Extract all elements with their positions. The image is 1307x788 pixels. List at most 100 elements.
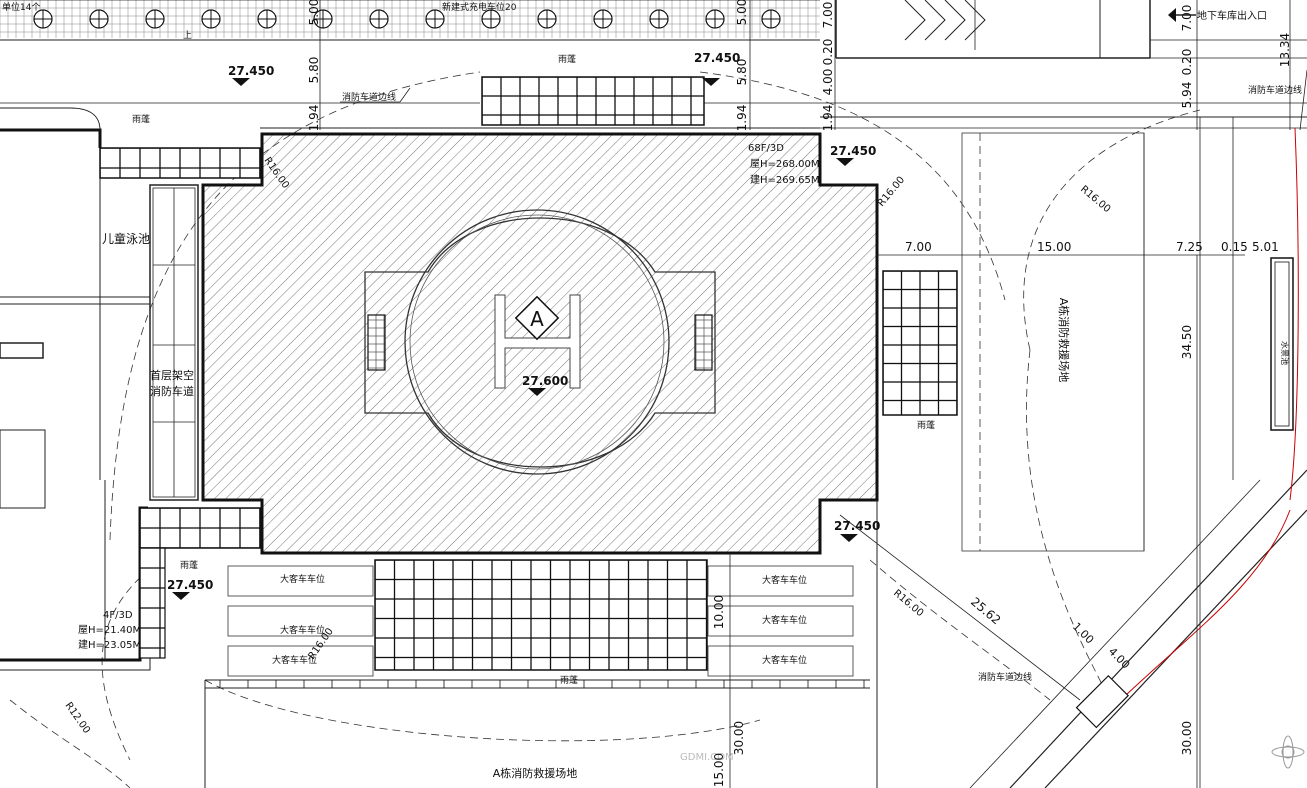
dimension-lines: [319, 0, 1307, 788]
diagonal-road: [839, 69, 1307, 788]
podium-info-1: 4F/3D: [103, 610, 133, 621]
dim-right-700-top: 7.00: [1180, 5, 1194, 32]
tree-symbols: [33, 9, 781, 29]
canopy-right-paving: [882, 270, 958, 416]
dim-diag-100: 1.00: [1070, 620, 1097, 647]
dim-h-015: 0.15: [1221, 240, 1248, 254]
water-feature-pool: [1270, 257, 1294, 431]
dim-top-400: 4.00: [821, 69, 835, 96]
dim-top-194-c: 1.94: [821, 105, 835, 132]
helipad: A: [364, 209, 716, 475]
dim-right-020: 0.20: [1180, 49, 1194, 76]
tree-cross: [538, 10, 556, 28]
canopy-bottom-paving: [374, 559, 708, 671]
tree-cross: [146, 10, 164, 28]
watermark-flower-icon: [1271, 735, 1305, 769]
tree-cross: [650, 10, 668, 28]
podium-info-2: 屋H=21.40M: [78, 624, 141, 636]
kids-pool-label: 儿童泳池: [102, 231, 150, 246]
tree-cross: [90, 10, 108, 28]
tree-cross: [426, 10, 444, 28]
tree-cross: [706, 10, 724, 28]
tower-info-2: 屋H=268.00M: [750, 158, 820, 170]
top-parking-strip: [0, 0, 820, 41]
bus-parking-1: 大客车车位: [280, 573, 325, 585]
dim-top-020: 0.20: [821, 39, 835, 66]
elevation-markers: [172, 78, 858, 600]
elevation-right-bottom: 27.450: [834, 519, 880, 533]
ramp-area: [835, 0, 1151, 59]
watermark: GDMI.COM: [680, 752, 734, 763]
elevation-left-bottom: 27.450: [167, 578, 213, 592]
dim-top-194-b: 1.94: [735, 105, 749, 132]
fire-lane-ticks: [219, 680, 865, 688]
fire-lane-top-label: 消防车道边线: [342, 91, 396, 103]
elevation-helipad: 27.600: [522, 374, 568, 388]
canopy-bottom-label: 雨蓬: [560, 674, 578, 686]
dim-h-725: 7.25: [1176, 240, 1203, 254]
dim-v-1000: 10.00: [712, 595, 726, 629]
elevation-top-left: 27.450: [228, 64, 274, 78]
canopy-left-bottom-paving: [139, 507, 261, 549]
dim-h-700: 7.00: [905, 240, 932, 254]
ground-open-label-1: 首层架空: [150, 368, 194, 382]
dim-top-580-right: 5.80: [735, 59, 749, 86]
dim-top-500-right: 5.00: [735, 0, 749, 25]
tree-cross: [370, 10, 388, 28]
radius-r1600-c: R16.00: [1078, 184, 1112, 215]
dim-right-594: 5.94: [1180, 82, 1194, 109]
dim-top-700: 7.00: [821, 2, 835, 29]
tree-cross: [594, 10, 612, 28]
underground-entrance-mark: 地下车库出入口: [1168, 8, 1267, 22]
tree-cross: [202, 10, 220, 28]
ground-open-fire-lane: [149, 184, 199, 501]
canopy-top-label: 雨蓬: [558, 53, 576, 65]
canopy-left-bottom-label: 雨蓬: [180, 559, 198, 571]
fire-lane-right-label: 消防车道边线: [1248, 84, 1302, 96]
rescue-site-bottom-label: A栋消防救援场地: [493, 766, 578, 780]
rescue-site-right: [961, 117, 1294, 788]
bus-parking-5: 大客车车位: [762, 614, 807, 626]
tower-info-3: 建H=269.65M: [750, 173, 820, 186]
bus-parking-2: 大客车车位: [280, 624, 325, 636]
dim-v-3000-b: 30.00: [1180, 721, 1194, 755]
water-feature-label: 水景池: [1280, 341, 1290, 365]
tower-info-1: 68F/3D: [748, 143, 784, 154]
tree-cross: [258, 10, 276, 28]
top-center-fragment: 新建式充电车位20: [442, 1, 517, 13]
dim-right-1334: 13.34: [1278, 33, 1292, 67]
dim-h-501: 5.01: [1252, 240, 1279, 254]
canopy-left-top-paving: [99, 147, 261, 179]
arrow-up-mark: 上: [183, 30, 192, 41]
bus-parking-6: 大客车车位: [762, 654, 807, 666]
canopy-top-paving: [481, 76, 705, 126]
canopy-right-label: 雨蓬: [917, 419, 935, 431]
tree-cross: [34, 10, 52, 28]
podium-edge-paving: [139, 547, 166, 659]
tree-cross: [482, 10, 500, 28]
dim-h-1500: 15.00: [1037, 240, 1071, 254]
left-podium: [0, 107, 151, 671]
ground-open-label-2: 消防车道: [150, 384, 194, 398]
top-left-fragment: 单位14个: [2, 1, 40, 13]
elevation-top-center: 27.450: [694, 51, 740, 65]
canopy-left-top-label: 雨蓬: [132, 113, 150, 125]
tree-cross: [762, 10, 780, 28]
bottom-fire-lane-edge: [205, 679, 870, 689]
dim-v-1500: 15.00: [712, 753, 726, 787]
dim-top-194-a: 1.94: [307, 105, 321, 132]
underground-entrance-label: 地下车库出入口: [1197, 9, 1267, 22]
bus-parking-4: 大客车车位: [762, 574, 807, 586]
dim-v-3450: 34.50: [1180, 325, 1194, 359]
fire-lane-bottom-label: 消防车道边线: [978, 671, 1032, 683]
tree-cross: [314, 10, 332, 28]
dim-diag-400: 4.00: [1106, 645, 1133, 672]
rescue-site-right-label: A栋消防救援场地: [1057, 298, 1071, 383]
elevation-right-top: 27.450: [830, 144, 876, 158]
dim-top-580-left: 5.80: [307, 57, 321, 84]
building-tag: A: [530, 307, 544, 331]
dim-top-500-left: 5.00: [307, 0, 321, 25]
dim-v-3000-a: 30.00: [732, 721, 746, 755]
fire-lane-arcs: [9, 71, 1201, 788]
